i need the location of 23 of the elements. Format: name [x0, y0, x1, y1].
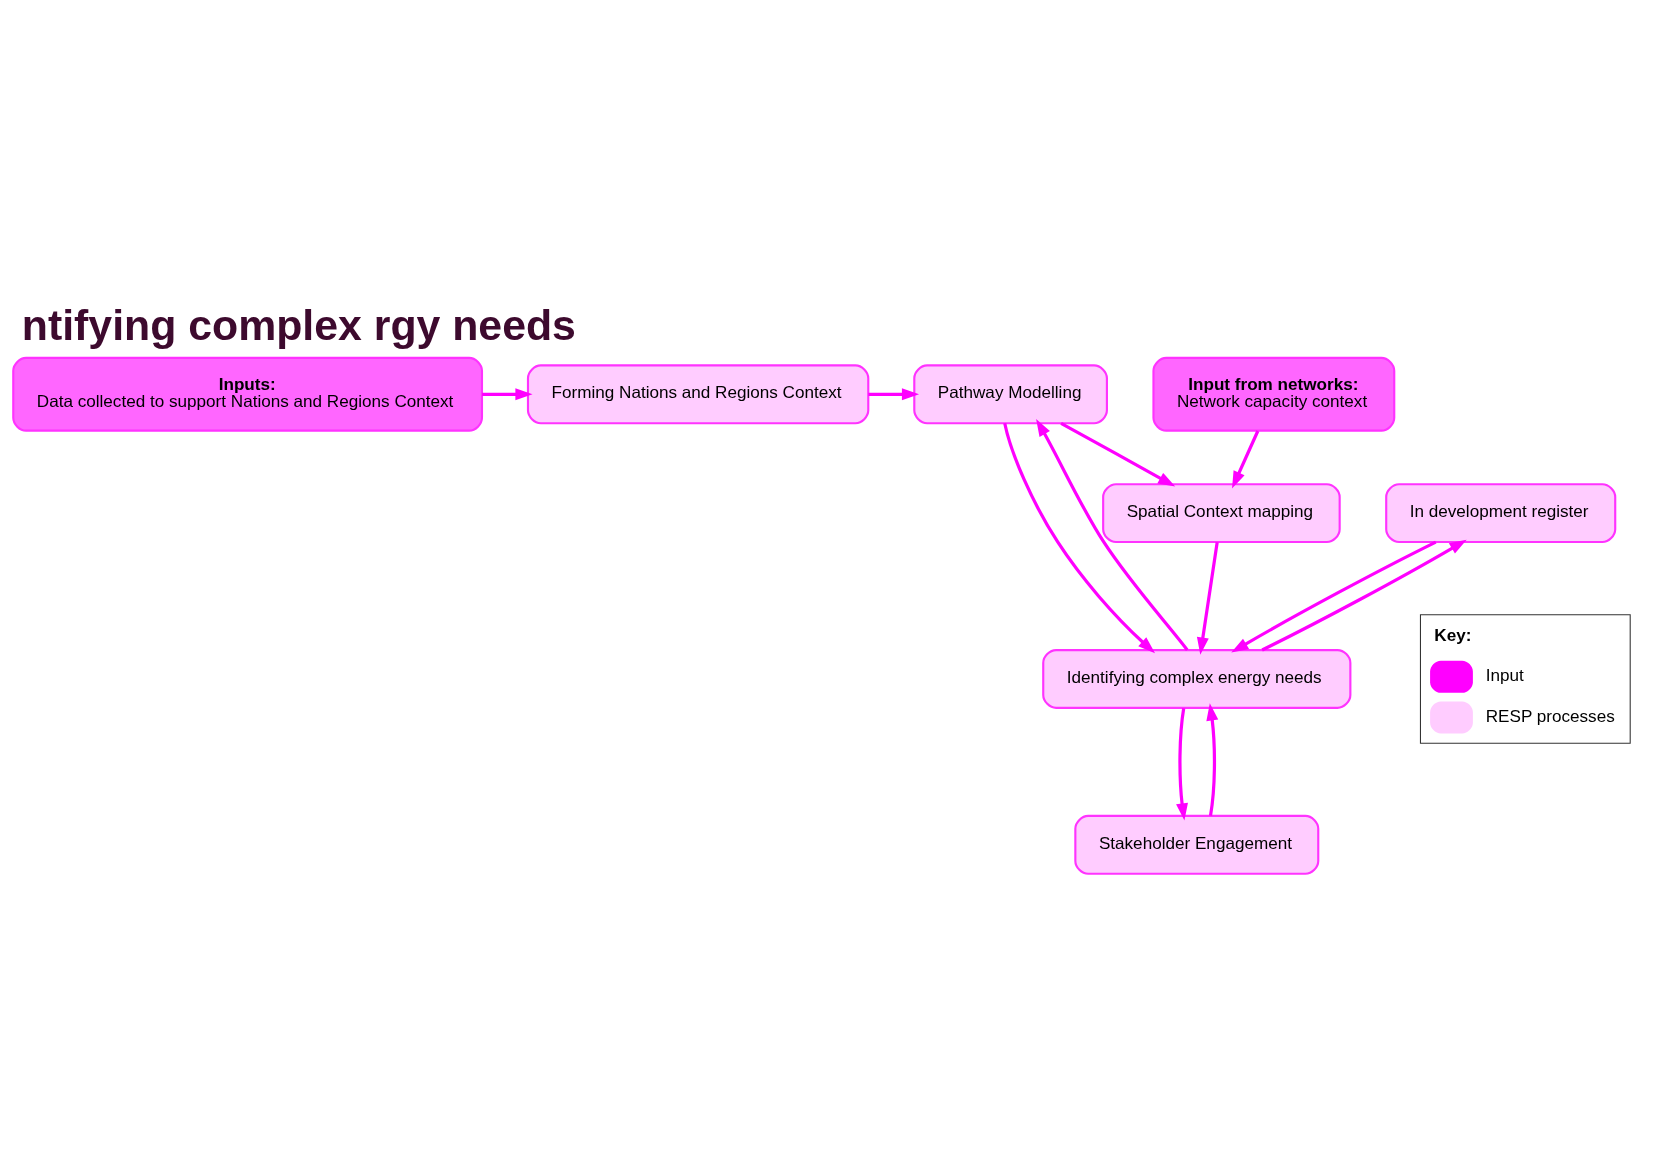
arrow	[1261, 539, 1467, 651]
arrow	[482, 387, 533, 400]
legend-label: RESP processes	[1485, 706, 1615, 726]
legend-label: Input	[1485, 665, 1524, 685]
arrow	[1196, 541, 1219, 655]
arrow	[1176, 707, 1188, 821]
node-box: Pathway Modelling	[913, 363, 1108, 424]
arrow	[1231, 540, 1437, 652]
node-box: Forming Nations and Regions Context	[526, 363, 870, 424]
node-box: Spatial Context mapping	[1102, 482, 1341, 543]
arrow	[1003, 422, 1156, 653]
diagram-title: ntifying complex rgy needs	[21, 300, 576, 349]
node-box: In development register	[1385, 482, 1617, 543]
arrow	[1206, 702, 1219, 816]
arrow	[868, 387, 920, 400]
node-box: Stakeholder Engagement	[1074, 814, 1320, 875]
node-box: Identifying complex energy needs	[1042, 648, 1352, 709]
arrow	[1232, 429, 1260, 488]
label: Key:	[1434, 625, 1472, 645]
node-box: Input from networks: Network capacity context	[1152, 356, 1396, 432]
node-box: Inputs: Data collected to support Nations and Regions Context	[12, 356, 484, 432]
arrow	[1036, 418, 1189, 651]
arrow	[1060, 421, 1176, 486]
